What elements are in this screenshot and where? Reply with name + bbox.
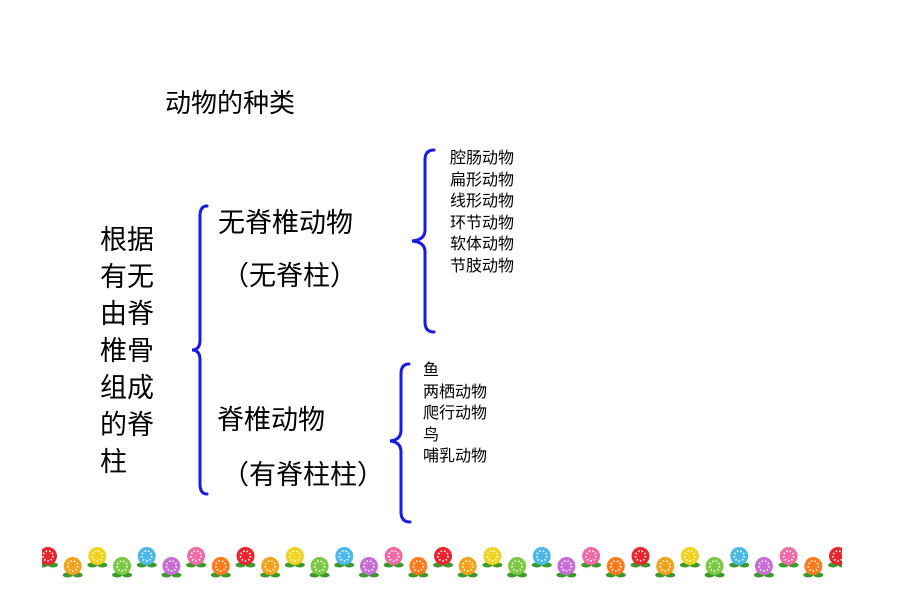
- flower-border: [42, 547, 842, 578]
- flower-icon: [655, 557, 676, 578]
- flower-icon: [62, 557, 83, 578]
- list-item: 环节动物: [450, 212, 515, 232]
- flower-icon: [605, 557, 626, 578]
- list-item: 软体动物: [450, 234, 515, 253]
- list-item: 扁形动物: [450, 169, 515, 189]
- main-brace: [191, 204, 209, 496]
- flower-icon: [433, 547, 453, 568]
- flower-icon: [729, 547, 750, 568]
- vertebrate-note: （有脊柱柱）: [222, 460, 384, 491]
- invertebrate-list: 腔肠动物 扁形动物 线形动物 环节动物 软体动物 节肢动物: [450, 147, 514, 276]
- list-item: 两栖动物: [423, 381, 488, 401]
- flower-icon: [581, 547, 602, 568]
- list-item: 哺乳动物: [423, 446, 488, 465]
- flower-icon: [112, 557, 133, 578]
- flower-icon: [136, 547, 157, 568]
- list-item: 腔肠动物: [450, 148, 515, 167]
- flower-icon: [482, 547, 503, 568]
- list-item: 节肢动物: [450, 255, 515, 275]
- flower-icon: [383, 547, 404, 568]
- flower-icon: [828, 547, 842, 568]
- flower-icon: [507, 557, 528, 578]
- flower-icon: [284, 547, 305, 568]
- flower-icon: [235, 547, 256, 568]
- flower-icon: [42, 547, 58, 568]
- flower-icon: [778, 547, 799, 568]
- flower-icon: [753, 557, 774, 578]
- flower-icon: [186, 547, 207, 568]
- flower-icon: [704, 557, 725, 578]
- flower-icon: [87, 547, 108, 568]
- vertebrate-label: 脊椎动物: [217, 405, 325, 436]
- flower-icon: [358, 557, 379, 578]
- diagram-title: 动物的种类: [165, 89, 296, 119]
- flower-icon: [803, 557, 824, 578]
- invertebrate-note: （无脊柱）: [222, 261, 357, 292]
- flower-icon: [457, 557, 478, 578]
- flower-icon: [679, 547, 700, 568]
- classification-criterion: 根据有无由脊椎骨组成的脊柱: [100, 225, 154, 478]
- list-item: 鸟: [423, 424, 440, 444]
- flower-icon: [630, 547, 651, 568]
- invertebrate-brace: [411, 148, 436, 334]
- flower-icon: [408, 557, 429, 578]
- vertebrate-list: 鱼 两栖动物 爬行动物 鸟 哺乳动物: [423, 359, 487, 467]
- flower-icon: [334, 547, 355, 568]
- flower-icon: [260, 557, 281, 578]
- list-item: 爬行动物: [423, 403, 488, 422]
- flower-icon: [556, 557, 577, 578]
- list-item: 鱼: [423, 360, 440, 379]
- invertebrate-label: 无脊椎动物: [218, 208, 353, 239]
- flower-icon: [309, 557, 330, 578]
- flower-icon: [161, 557, 182, 578]
- list-item: 线形动物: [450, 191, 515, 210]
- flower-icon: [210, 557, 231, 578]
- flower-icon: [531, 547, 552, 568]
- vertebrate-brace: [389, 362, 412, 524]
